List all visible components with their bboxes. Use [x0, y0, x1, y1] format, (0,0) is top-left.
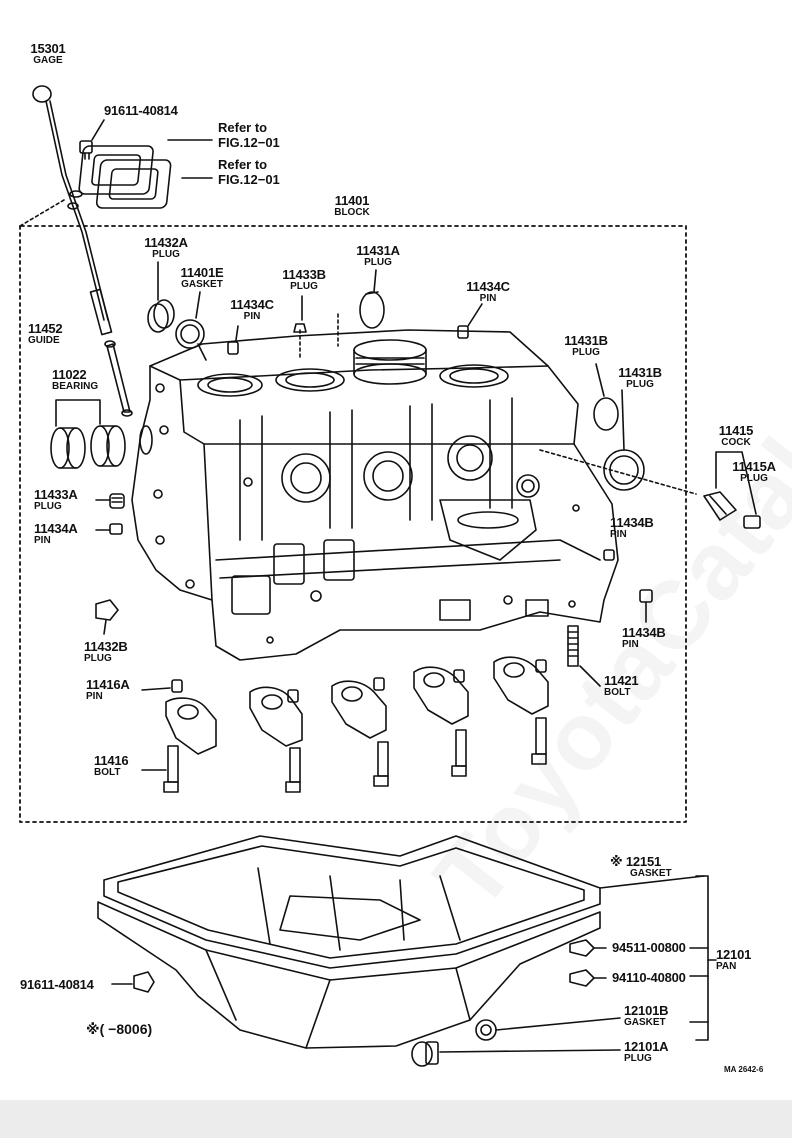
diagram-drawing [19, 85, 761, 1067]
parts-diagram: ToyotaCatalog.ru [19, 41, 792, 1074]
plug-11431a [359, 269, 385, 329]
breather-gasket [78, 139, 213, 209]
pin-11434b-lower [639, 589, 653, 623]
plug-11433a [95, 493, 125, 509]
bolt-91611-top [79, 119, 105, 160]
bearing-caps [141, 656, 549, 793]
pan-fasteners [111, 939, 607, 993]
pin-11434b-upper [603, 549, 615, 561]
block-group-frame [19, 225, 687, 823]
oil-level-guide [104, 340, 133, 417]
label-94511: 94511-00800 [612, 940, 686, 955]
gasket-11401e [175, 291, 207, 361]
drain-cock-11415 [703, 451, 761, 529]
pin-11434c-right [457, 303, 483, 339]
applicability-note: ※( −8006) [86, 1021, 153, 1037]
ref-label-2a: Refer to [218, 157, 268, 172]
ref-label-2b: FIG.12−01 [218, 172, 280, 187]
pin-11434c-left [227, 325, 239, 355]
label-91611-top: 91611-40814 [104, 103, 178, 118]
camshaft-bearings [50, 399, 126, 469]
pan-leader-bracket [689, 875, 717, 1041]
block-leaders [299, 313, 697, 495]
label-94110: 94110-40800 [612, 970, 686, 985]
drain-plug-assembly [411, 1017, 621, 1067]
plug-11433b [293, 295, 307, 333]
plug-11431b [593, 363, 645, 491]
oil-pan-gasket [103, 835, 705, 969]
cylinder-block [131, 329, 619, 661]
oil-pan [97, 867, 601, 1049]
ref-label-1a: Refer to [218, 120, 268, 135]
dipstick-gage [19, 85, 113, 336]
plug-11432a [147, 261, 175, 333]
drawing-code: MA 2642-6 [724, 1065, 764, 1074]
ref-label-1b: FIG.12−01 [218, 135, 280, 150]
pin-11434a [95, 523, 123, 535]
plug-11432b [95, 599, 119, 635]
footer-band [0, 1100, 792, 1138]
label-91611-bottom: 91611-40814 [20, 977, 94, 992]
stud-bolt-11421 [567, 625, 601, 687]
